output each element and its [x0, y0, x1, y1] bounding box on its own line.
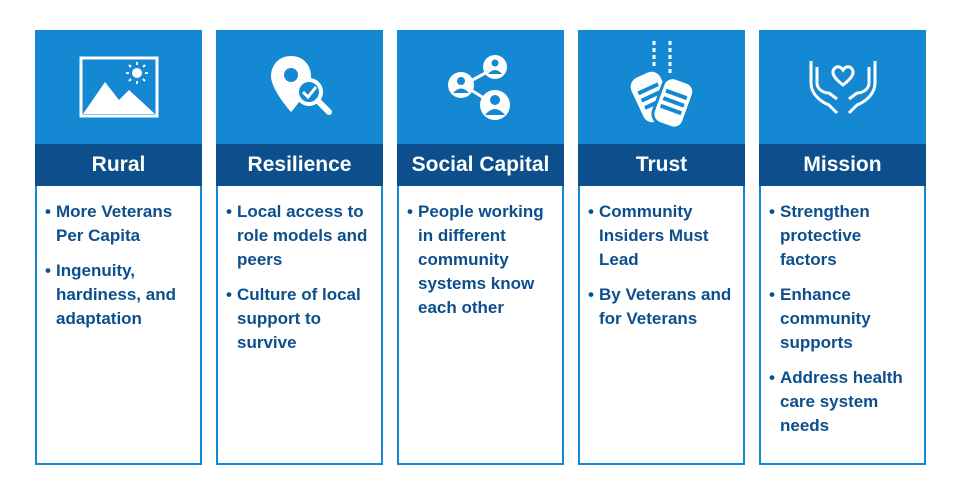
landscape-icon: [79, 56, 158, 118]
column-title: Trust: [578, 144, 745, 186]
icon-panel: [35, 30, 202, 144]
dog-tags-icon: [630, 41, 695, 130]
icon-panel: [578, 30, 745, 144]
list-item: People working in different community sy…: [407, 200, 554, 320]
column-body: More Veterans Per Capita Ingenuity, hard…: [35, 186, 202, 465]
list-item: Local access to role models and peers: [226, 200, 373, 272]
column-body: Community Insiders Must Lead By Veterans…: [578, 186, 745, 465]
column-rural: Rural More Veterans Per Capita Ingenuity…: [35, 30, 202, 465]
icon-panel: [759, 30, 926, 144]
list-item: Enhance community supports: [769, 283, 916, 355]
column-title: Rural: [35, 144, 202, 186]
column-title: Resilience: [216, 144, 383, 186]
list-item: By Veterans and for Veterans: [588, 283, 735, 331]
list-item: More Veterans Per Capita: [45, 200, 192, 248]
bullet-list: Community Insiders Must Lead By Veterans…: [588, 200, 735, 331]
icon-panel: [216, 30, 383, 144]
column-mission: Mission Strengthen protective factors En…: [759, 30, 926, 465]
list-item: Address health care system needs: [769, 366, 916, 438]
network-people-icon: [447, 55, 510, 120]
icon-panel: [397, 30, 564, 144]
location-search-icon: [270, 56, 332, 115]
column-title: Social Capital: [397, 144, 564, 186]
list-item: Strengthen protective factors: [769, 200, 916, 272]
list-item: Community Insiders Must Lead: [588, 200, 735, 272]
bullet-list: Strengthen protective factors Enhance co…: [769, 200, 916, 438]
hands-heart-icon: [809, 61, 876, 115]
list-item: Ingenuity, hardiness, and adaptation: [45, 259, 192, 331]
column-body: Local access to role models and peers Cu…: [216, 186, 383, 465]
list-item: Culture of local support to survive: [226, 283, 373, 355]
column-body: People working in different community sy…: [397, 186, 564, 465]
column-resilience: Resilience Local access to role models a…: [216, 30, 383, 465]
bullet-list: Local access to role models and peers Cu…: [226, 200, 373, 355]
column-body: Strengthen protective factors Enhance co…: [759, 186, 926, 465]
column-trust: Trust Community Insiders Must Lead By Ve…: [578, 30, 745, 465]
column-social-capital: Social Capital People working in differe…: [397, 30, 564, 465]
bullet-list: People working in different community sy…: [407, 200, 554, 320]
bullet-list: More Veterans Per Capita Ingenuity, hard…: [45, 200, 192, 331]
column-title: Mission: [759, 144, 926, 186]
